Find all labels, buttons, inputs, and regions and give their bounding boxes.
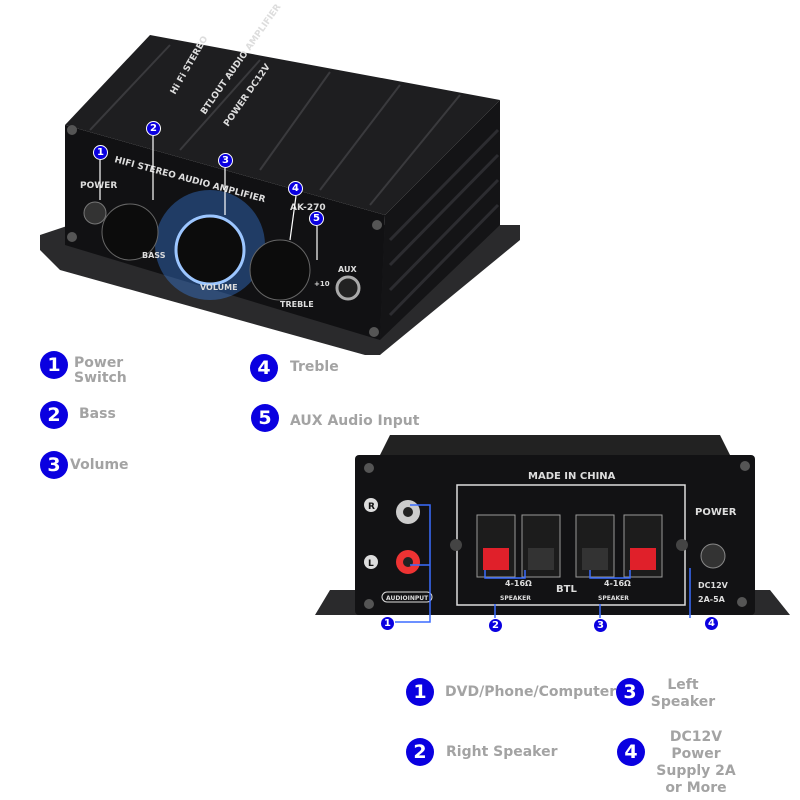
bass-text: BASS bbox=[142, 251, 166, 260]
dc-text: DC12V bbox=[698, 581, 729, 590]
legend-power-switch: Power Switch bbox=[74, 355, 127, 386]
btl-text: BTL bbox=[556, 584, 577, 595]
legend-dc-power-supply: DC12V Power Supply 2A or More bbox=[656, 729, 736, 796]
legend-treble: Treble bbox=[290, 359, 339, 375]
model-text: AK-270 bbox=[290, 203, 326, 213]
legend-left-speaker: Left Speaker bbox=[650, 677, 716, 710]
front-marker-4: 4 bbox=[288, 181, 303, 196]
rear-power-text: POWER bbox=[695, 507, 737, 518]
volume-text: VOLUME bbox=[200, 283, 238, 292]
treble-text: TREBLE bbox=[280, 300, 314, 309]
r-text: R bbox=[368, 502, 375, 512]
legend-badge-3: 3 bbox=[40, 451, 68, 479]
aux-text: AUX bbox=[338, 265, 357, 274]
impedance-text-right: 4-16Ω bbox=[505, 579, 532, 588]
made-in-china-text: MADE IN CHINA bbox=[528, 471, 616, 482]
l-text: L bbox=[368, 559, 374, 569]
front-marker-2: 2 bbox=[146, 121, 161, 136]
impedance-text-left: 4-16Ω bbox=[604, 579, 631, 588]
rear-marker-3: 3 bbox=[593, 618, 608, 633]
front-amplifier: HIFI STEREO AUDIO AMPLIFIER POWER BASS V… bbox=[40, 2, 520, 355]
rear-marker-1: 1 bbox=[380, 616, 395, 631]
front-marker-1: 1 bbox=[93, 145, 108, 160]
legend-badge-2: 2 bbox=[40, 401, 68, 429]
plus10-text: +10 bbox=[314, 280, 330, 288]
legend-volume: Volume bbox=[70, 457, 129, 473]
legend-right-speaker: Right Speaker bbox=[446, 744, 558, 760]
rear-legend-badge-2: 2 bbox=[406, 738, 434, 766]
legend-badge-1: 1 bbox=[40, 351, 68, 379]
rear-marker-2: 2 bbox=[488, 618, 503, 633]
rear-legend-badge-4: 4 bbox=[617, 738, 645, 766]
front-marker-3: 3 bbox=[218, 153, 233, 168]
rear-legend-badge-3: 3 bbox=[616, 678, 644, 706]
speaker-text-left: SPEAKER bbox=[598, 595, 629, 602]
rear-marker-4: 4 bbox=[704, 616, 719, 631]
rear-legend-badge-1: 1 bbox=[406, 678, 434, 706]
power-text: POWER bbox=[80, 181, 117, 191]
audio-input-text: AUDIOINPUT bbox=[386, 595, 429, 602]
legend-aux-input: AUX Audio Input bbox=[290, 413, 420, 429]
rear-amplifier: MADE IN CHINA R L AUDIOINPUT 4-16Ω SPEAK… bbox=[315, 435, 790, 623]
legend-dvd-phone-computer: DVD/Phone/Computer bbox=[445, 684, 617, 700]
front-marker-5: 5 bbox=[309, 211, 324, 226]
legend-badge-4: 4 bbox=[250, 354, 278, 382]
legend-bass: Bass bbox=[79, 406, 116, 422]
amps-text: 2A-5A bbox=[698, 595, 726, 604]
speaker-text-right: SPEAKER bbox=[500, 595, 531, 602]
legend-badge-5: 5 bbox=[251, 404, 279, 432]
